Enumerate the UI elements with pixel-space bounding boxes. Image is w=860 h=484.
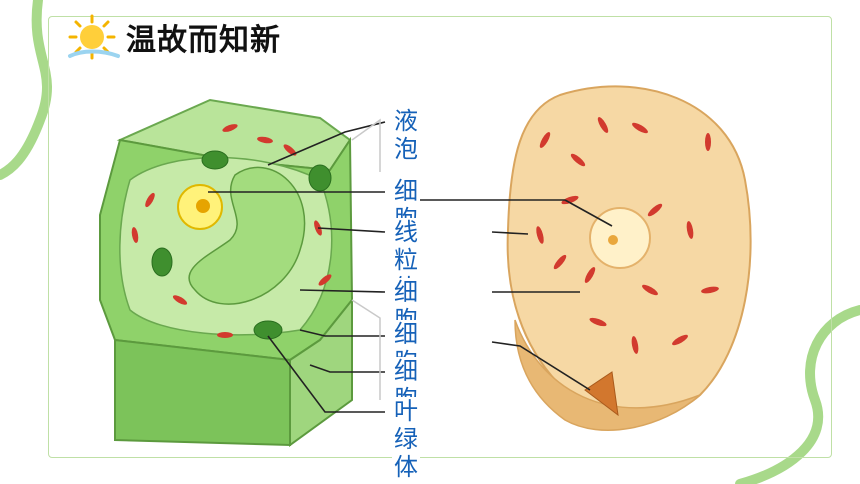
label-chloroplast: 叶绿体	[392, 397, 420, 481]
guide-brackets	[351, 118, 381, 400]
decor-curve-right	[735, 305, 860, 484]
sun-icon	[68, 14, 120, 60]
decor-curve-left	[0, 0, 52, 180]
page-title: 温故而知新	[126, 23, 281, 58]
label-vacuole: 液泡	[392, 107, 420, 163]
plant-cell	[88, 86, 378, 447]
animal-cell	[485, 80, 757, 442]
content-frame	[48, 16, 832, 458]
header: 温故而知新	[62, 12, 281, 62]
